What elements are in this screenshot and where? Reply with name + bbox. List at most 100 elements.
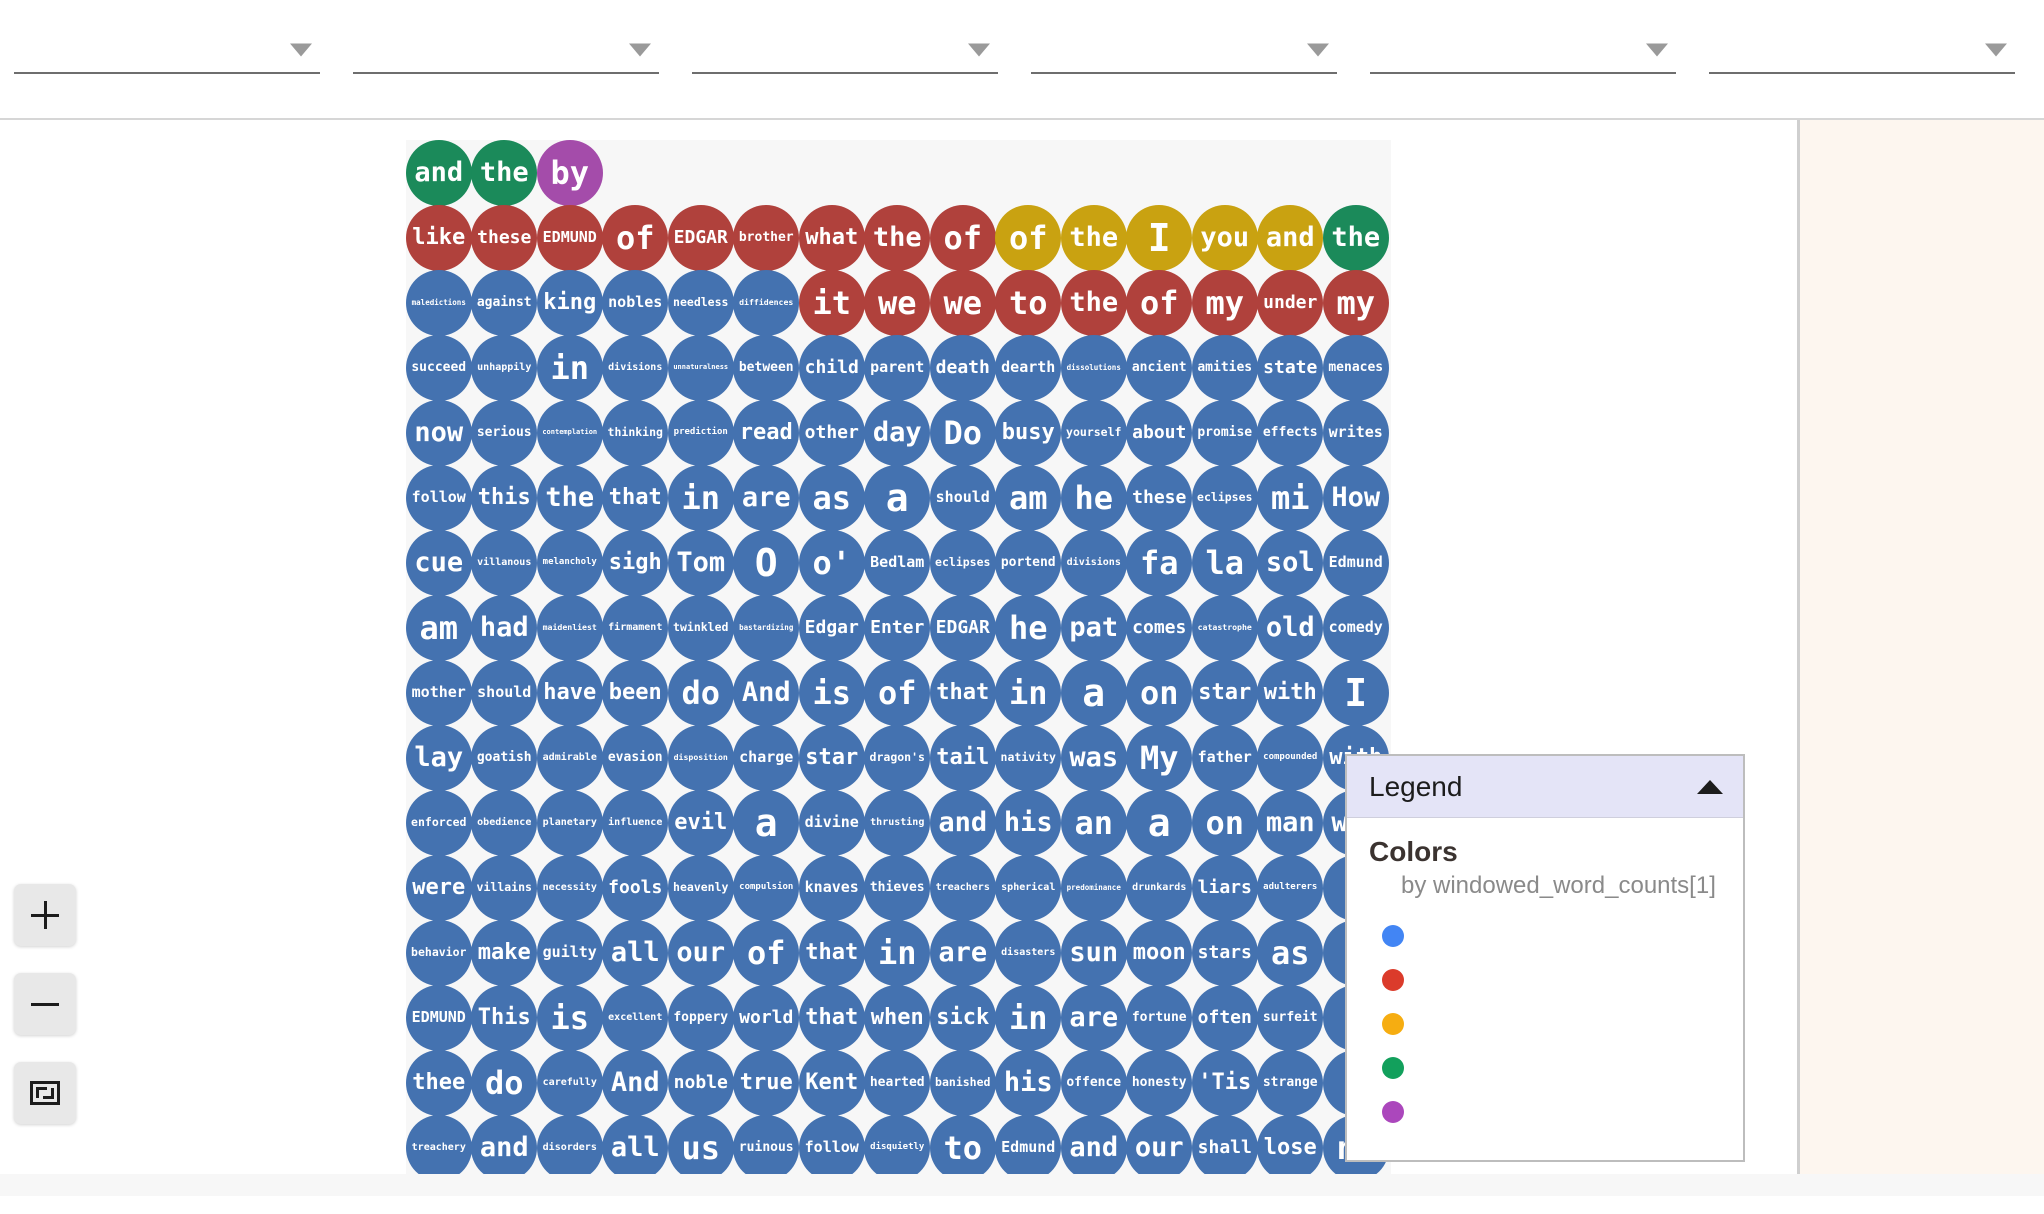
- word-bubble[interactable]: cue: [405, 529, 472, 596]
- bubble-cell[interactable]: of: [733, 919, 800, 986]
- word-bubble[interactable]: am: [995, 464, 1062, 531]
- bubble-cell[interactable]: man: [1257, 789, 1324, 856]
- word-bubble[interactable]: I: [1322, 659, 1389, 726]
- word-bubble[interactable]: are: [1060, 984, 1127, 1051]
- bubble-cell[interactable]: fa: [1126, 529, 1193, 596]
- word-bubble[interactable]: divisions: [1060, 529, 1127, 596]
- chevron-up-icon[interactable]: [1697, 779, 1723, 794]
- bubble-cell[interactable]: treachers: [929, 854, 996, 921]
- bubble-cell[interactable]: Edgar: [798, 594, 865, 661]
- word-bubble[interactable]: thee: [405, 1049, 472, 1116]
- bubble-cell[interactable]: strange: [1257, 1049, 1324, 1116]
- bubble-cell[interactable]: foppery: [667, 984, 734, 1051]
- word-bubble[interactable]: all: [602, 919, 669, 986]
- word-bubble[interactable]: foppery: [667, 984, 734, 1051]
- bubble-cell[interactable]: world: [733, 984, 800, 1051]
- word-bubble[interactable]: on: [1191, 789, 1258, 856]
- bubble-cell[interactable]: star: [1191, 659, 1258, 726]
- word-bubble[interactable]: guilty: [536, 919, 603, 986]
- bubble-cell[interactable]: sol: [1257, 529, 1324, 596]
- chevron-down-icon[interactable]: [1985, 43, 2007, 57]
- bubble-cell[interactable]: should: [471, 659, 538, 726]
- bubble-cell[interactable]: firmament: [602, 594, 669, 661]
- word-bubble[interactable]: are: [929, 919, 996, 986]
- word-bubble[interactable]: My: [1126, 724, 1193, 791]
- word-bubble[interactable]: How: [1322, 464, 1389, 531]
- bubble-cell[interactable]: all: [602, 919, 669, 986]
- bubble-cell[interactable]: a: [1126, 789, 1193, 856]
- bubble-cell[interactable]: effects: [1257, 399, 1324, 466]
- bubble-cell[interactable]: O: [733, 529, 800, 596]
- word-bubble[interactable]: portend: [995, 529, 1062, 596]
- bubble-cell[interactable]: on: [1191, 789, 1258, 856]
- chevron-down-icon[interactable]: [629, 43, 651, 57]
- word-bubble[interactable]: star: [798, 724, 865, 791]
- bubble-cell[interactable]: sigh: [602, 529, 669, 596]
- bubble-cell[interactable]: And: [733, 659, 800, 726]
- bubble-cell[interactable]: other: [798, 399, 865, 466]
- word-bubble[interactable]: and: [405, 139, 472, 206]
- bubble-cell[interactable]: 'Tis: [1191, 1049, 1258, 1116]
- bubble-cell[interactable]: brother: [733, 204, 800, 271]
- word-bubble[interactable]: EDMUND: [405, 984, 472, 1051]
- bubble-cell[interactable]: to: [929, 1114, 996, 1181]
- word-bubble[interactable]: nativity: [995, 724, 1062, 791]
- word-bubble[interactable]: like: [405, 204, 472, 271]
- word-bubble[interactable]: us: [667, 1114, 734, 1181]
- word-bubble[interactable]: Bedlam: [864, 529, 931, 596]
- bubble-cell[interactable]: thee: [405, 1049, 472, 1116]
- bubble-cell[interactable]: my: [1191, 269, 1258, 336]
- bubble-cell[interactable]: to: [995, 269, 1062, 336]
- word-bubble[interactable]: Edmund: [1322, 529, 1389, 596]
- word-bubble[interactable]: villanous: [471, 529, 538, 596]
- legend-item[interactable]: [1369, 914, 1721, 958]
- word-bubble[interactable]: evil: [667, 789, 734, 856]
- word-bubble[interactable]: make: [471, 919, 538, 986]
- bubble-cell[interactable]: thinking: [602, 399, 669, 466]
- word-bubble[interactable]: it: [798, 269, 865, 336]
- bubble-cell[interactable]: succeed: [405, 334, 472, 401]
- bubble-cell[interactable]: Kent: [798, 1049, 865, 1116]
- bubble-cell[interactable]: dearth: [995, 334, 1062, 401]
- word-bubble[interactable]: bastardizing: [733, 594, 800, 661]
- bubble-cell[interactable]: honesty: [1126, 1049, 1193, 1116]
- bubble-cell[interactable]: the: [864, 204, 931, 271]
- word-bubble[interactable]: about: [1126, 399, 1193, 466]
- bubble-cell[interactable]: of: [929, 204, 996, 271]
- bubble-cell[interactable]: make: [471, 919, 538, 986]
- word-bubble[interactable]: he: [1060, 464, 1127, 531]
- word-bubble[interactable]: and: [1060, 1114, 1127, 1181]
- word-bubble[interactable]: charge: [733, 724, 800, 791]
- bubble-cell[interactable]: planetary: [536, 789, 603, 856]
- bubble-cell[interactable]: in: [995, 984, 1062, 1051]
- word-bubble[interactable]: EDGAR: [929, 594, 996, 661]
- bubble-cell[interactable]: as: [1257, 919, 1324, 986]
- bubble-cell[interactable]: I: [1126, 204, 1193, 271]
- bubble-cell[interactable]: Enter: [864, 594, 931, 661]
- bubble-cell[interactable]: thrusting: [864, 789, 931, 856]
- word-bubble[interactable]: often: [1191, 984, 1258, 1051]
- word-bubble[interactable]: a: [864, 464, 931, 531]
- bubble-cell[interactable]: evasion: [602, 724, 669, 791]
- bubble-cell[interactable]: now: [405, 399, 472, 466]
- word-bubble[interactable]: disposition: [667, 724, 734, 791]
- word-bubble[interactable]: these: [471, 204, 538, 271]
- bubble-cell[interactable]: divisions: [1060, 529, 1127, 596]
- bubble-cell[interactable]: when: [864, 984, 931, 1051]
- bubble-cell[interactable]: serious: [471, 399, 538, 466]
- word-bubble[interactable]: banished: [929, 1049, 996, 1116]
- bubble-cell[interactable]: shall: [1191, 1114, 1258, 1181]
- bubble-cell[interactable]: these: [471, 204, 538, 271]
- bubble-cell[interactable]: us: [667, 1114, 734, 1181]
- word-bubble[interactable]: a: [733, 789, 800, 856]
- word-bubble[interactable]: goatish: [471, 724, 538, 791]
- bubble-cell[interactable]: between: [733, 334, 800, 401]
- word-bubble[interactable]: on: [1126, 659, 1193, 726]
- bubble-cell[interactable]: on: [1126, 659, 1193, 726]
- word-bubble[interactable]: disquietly: [864, 1114, 931, 1181]
- bubble-cell[interactable]: been: [602, 659, 669, 726]
- word-bubble[interactable]: sun: [1060, 919, 1127, 986]
- bubble-cell[interactable]: How: [1322, 464, 1389, 531]
- bubble-cell[interactable]: king: [536, 269, 603, 336]
- bubble-cell[interactable]: the: [1060, 269, 1127, 336]
